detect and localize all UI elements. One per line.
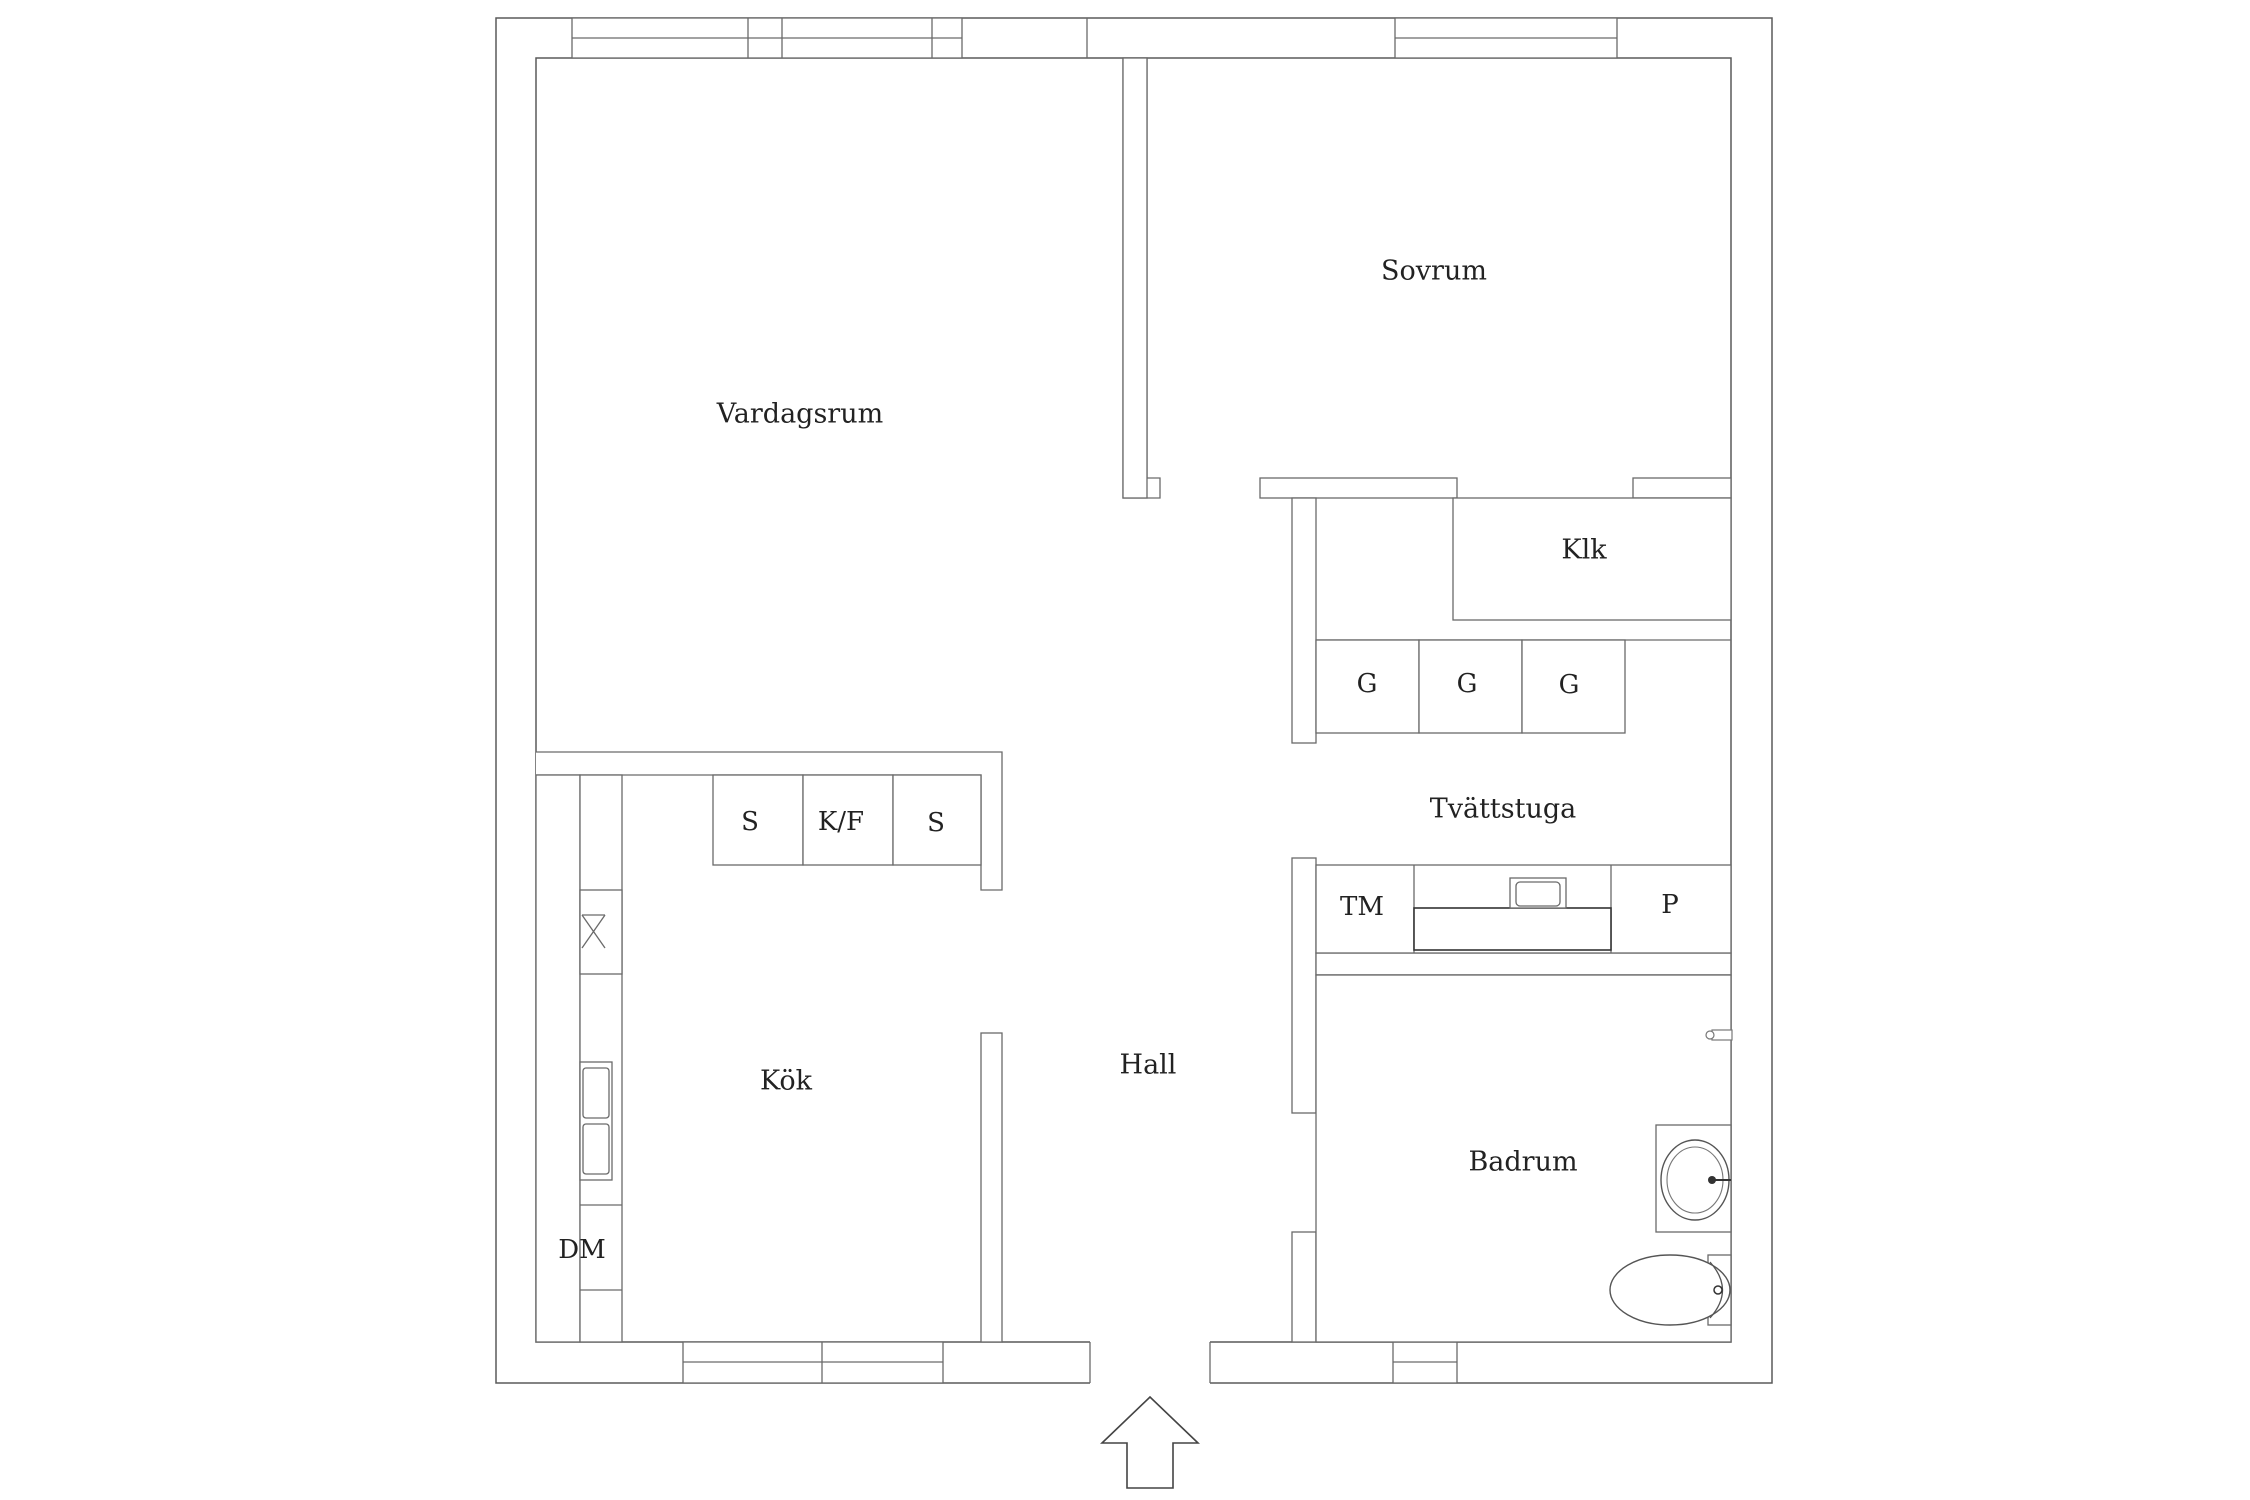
- wardrobe-row: [1315, 639, 1626, 734]
- cabinet-label-kf: K/F: [818, 807, 864, 837]
- sink-icon: [579, 1061, 613, 1181]
- entrance-arrow-icon: [1100, 1395, 1200, 1489]
- wardrobe-1: [1315, 639, 1420, 734]
- cabinet-label-s-2: S: [927, 808, 945, 838]
- p-label: P: [1661, 890, 1679, 920]
- stove-icon: [579, 889, 623, 975]
- laundry-counter: [1315, 864, 1732, 954]
- cabinet-kf: [802, 774, 894, 866]
- room-label-hall: Hall: [1120, 1050, 1177, 1081]
- room-label-kok: Kök: [760, 1066, 813, 1097]
- kitchen-counter: [535, 774, 623, 1343]
- wardrobe-label-3: G: [1559, 670, 1580, 700]
- dishwasher-label: DM: [558, 1235, 605, 1265]
- wardrobe-label-1: G: [1357, 669, 1378, 699]
- washing-machine-label: TM: [1340, 892, 1384, 922]
- room-label-vardagsrum: Vardagsrum: [716, 399, 883, 430]
- room-label-klk: Klk: [1561, 535, 1607, 566]
- bottom-openings: [682, 1340, 1458, 1385]
- shower-icon: [1509, 877, 1567, 909]
- wardrobe-label-2: G: [1457, 669, 1478, 699]
- cabinet-label-s-1: S: [741, 807, 759, 837]
- room-label-sovrum: Sovrum: [1381, 256, 1487, 287]
- room-label-tvattstuga: Tvättstuga: [1430, 794, 1577, 825]
- cabinet-s-2: [892, 774, 982, 866]
- wardrobe-3: [1521, 639, 1626, 734]
- room-label-badrum: Badrum: [1468, 1147, 1577, 1178]
- washbasin-icon: [1655, 1124, 1732, 1233]
- towel-hook-icon: [1705, 1029, 1733, 1041]
- windows-top: [571, 17, 1618, 59]
- bathroom-fixtures: [1609, 1029, 1733, 1326]
- kitchen-cabinets: [712, 774, 982, 866]
- wardrobe-2: [1418, 639, 1523, 734]
- toilet-icon: [1609, 1254, 1732, 1326]
